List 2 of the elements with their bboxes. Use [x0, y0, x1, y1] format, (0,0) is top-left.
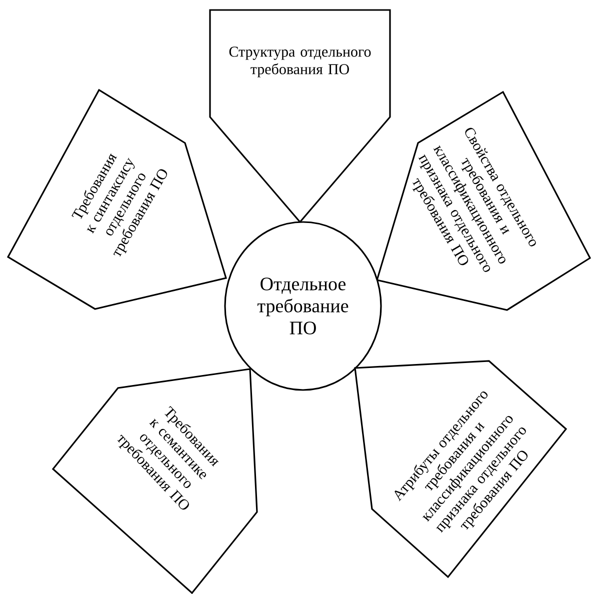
pentagon-box: Структура отдельного требования ПО [209, 9, 391, 224]
circle-node: Отдельное требование ПО [224, 221, 382, 391]
